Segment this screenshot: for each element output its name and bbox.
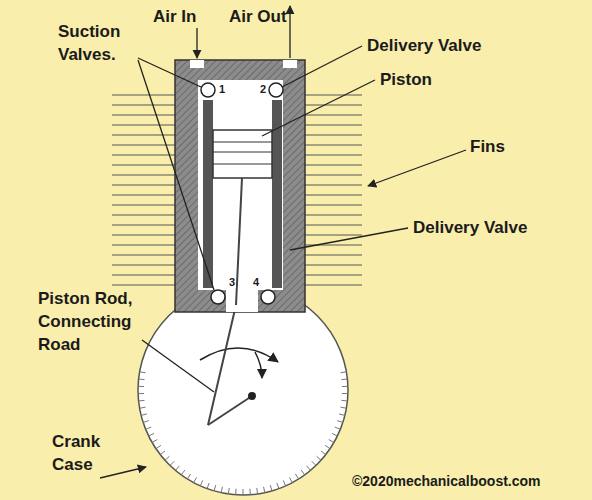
callout-number: 2 xyxy=(259,83,267,95)
part-label: Fins xyxy=(470,135,505,158)
part-label: Piston xyxy=(380,68,432,91)
flow-label: Air Out xyxy=(229,5,287,28)
watermark: ©2020mechanicalboost.com xyxy=(352,472,541,490)
part-label: Piston Rod, Connecting Road xyxy=(38,287,140,356)
leader-lines xyxy=(100,6,466,478)
part-label: Delivery Valve xyxy=(413,216,527,239)
part-label: Suction Valves. xyxy=(58,20,138,66)
part-label: Crank Case xyxy=(52,430,112,476)
cylinder xyxy=(175,60,305,312)
flow-label: Air In xyxy=(153,5,196,28)
crank-case xyxy=(138,285,348,495)
callout-number: 3 xyxy=(228,276,236,288)
part-label: Delivery Valve xyxy=(367,34,481,57)
callout-number: 4 xyxy=(252,276,260,288)
callout-number: 1 xyxy=(218,83,226,95)
